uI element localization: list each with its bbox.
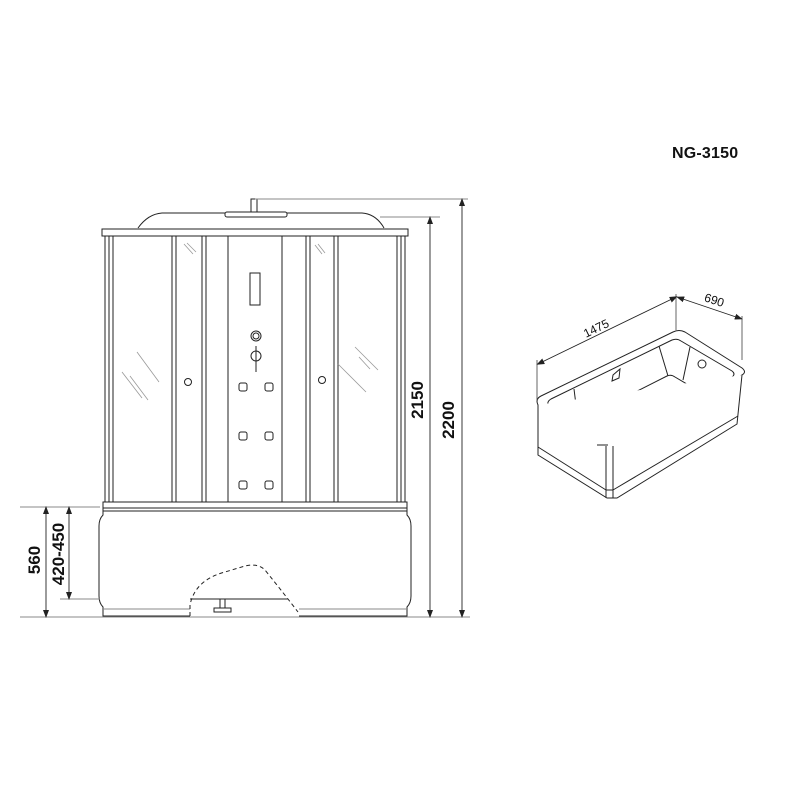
dimension-cabin-height: 2150 <box>408 381 427 419</box>
dimension-total-height: 2200 <box>439 401 458 439</box>
control-display-icon <box>249 272 261 306</box>
dimension-bathtub-width: 690 <box>703 290 727 310</box>
headrest-icon <box>611 367 621 382</box>
dimension-bathtub-length: 1475 <box>581 316 611 340</box>
bathtub-isometric-view <box>536 330 745 499</box>
dimension-tray-adjustable-height: 420-450 <box>49 523 68 585</box>
dimension-tray-height: 560 <box>25 546 44 574</box>
massage-jets-icon <box>238 382 274 490</box>
right-door-handle-icon <box>318 376 326 384</box>
overflow-icon <box>697 359 707 369</box>
shower-cabin-front-view <box>98 198 412 617</box>
model-title: NG-3150 <box>672 145 739 162</box>
left-door-handle-icon <box>184 378 192 386</box>
